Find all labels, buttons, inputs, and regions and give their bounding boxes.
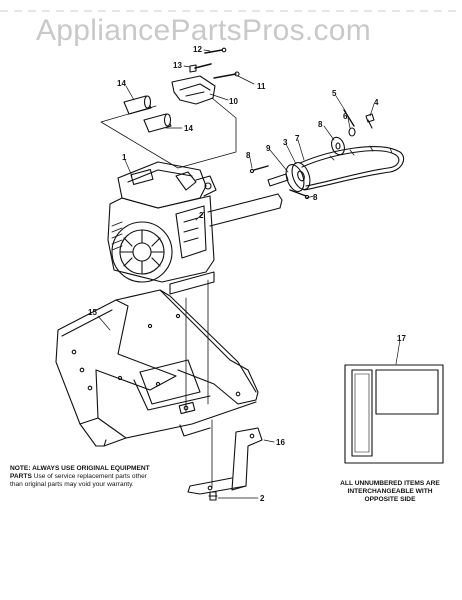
callout-1: 1 <box>122 153 127 162</box>
assembly-group-outline <box>100 97 237 169</box>
leader-lines <box>97 49 401 499</box>
part-15-engine-mount-frame <box>55 289 259 447</box>
part-2-fastener-lower <box>208 491 218 501</box>
callout-10: 10 <box>229 97 238 106</box>
callout-4: 4 <box>374 98 379 107</box>
original-parts-note: NOTE: ALWAYS USE ORIGINAL EQUIPMENT PART… <box>10 465 160 489</box>
part-16-support-bracket <box>187 427 263 495</box>
top-cropped-text-strip <box>0 0 462 12</box>
interchangeable-note: ALL UNNUMBERED ITEMS ARE INTERCHANGEABLE… <box>340 480 440 503</box>
callout-2-engine: 2 <box>199 211 204 220</box>
alignment-lines <box>185 279 213 489</box>
part-11-bolt <box>213 71 240 79</box>
note-heading: NOTE: ALWAYS USE ORIGINAL EQUIPMENT PART… <box>10 465 150 480</box>
callout-8-lower: 8 <box>313 193 318 202</box>
part-14-bushing-upper <box>123 95 152 115</box>
callout-8-upper: 8 <box>246 151 251 160</box>
part-4-bolt <box>365 113 375 129</box>
part-9-idler-pulley <box>331 136 345 156</box>
callout-14-lower: 14 <box>184 124 193 133</box>
callout-6: 6 <box>343 112 348 121</box>
part-1-engine <box>107 161 217 295</box>
callout-2-lower: 2 <box>260 494 265 503</box>
watermark: AppliancePartsPros.com <box>36 14 372 47</box>
callout-11: 11 <box>257 82 266 91</box>
callout-13: 13 <box>173 61 182 70</box>
engine-crankshaft <box>207 193 283 227</box>
callout-9: 8 <box>318 120 323 129</box>
part-3-key <box>267 173 289 187</box>
callout-7: 7 <box>295 134 300 143</box>
callout-15: 15 <box>88 308 97 317</box>
callout-14-upper: 14 <box>117 79 126 88</box>
drive-belt <box>299 145 405 191</box>
callout-5: 5 <box>332 89 337 98</box>
callout-12: 12 <box>193 45 202 54</box>
callout-3: 3 <box>283 138 288 147</box>
part-8-set-screw-upper <box>249 165 269 174</box>
callout-17: 17 <box>397 334 406 343</box>
part-12-pin <box>204 47 227 54</box>
callout-16: 16 <box>276 438 285 447</box>
part-6-washer <box>348 127 356 137</box>
part-5-spacer <box>343 109 355 127</box>
part-14-bushing-lower <box>143 113 172 133</box>
part-13-pin <box>189 63 212 73</box>
note-body: Use of service replacement parts other t… <box>10 473 147 488</box>
part-10-belt-guard <box>171 75 216 105</box>
part-17-decal-sheet <box>344 364 444 464</box>
callout-9-left: 9 <box>266 144 271 153</box>
